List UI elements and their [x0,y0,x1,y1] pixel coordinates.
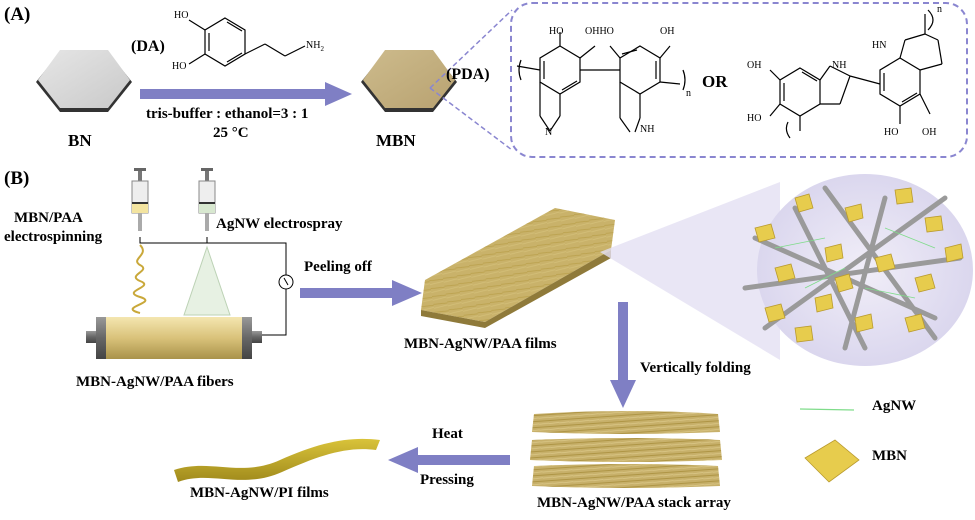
legend-agnw-swatch [799,408,855,411]
peeling-off-label: Peeling off [304,259,372,275]
pda1-sub-n: n [686,88,691,99]
heat-pressing-arrow [388,447,510,473]
pda2-oh: OH [922,127,937,138]
da-ho-top: HO [174,10,189,21]
mbn-label: MBN [376,131,416,150]
pressing-label: Pressing [420,472,474,488]
da-nh: NH [306,40,321,51]
pda1-oh-right: OH [660,26,675,37]
legend-mbn-swatch [804,439,860,483]
electrospray-label: AgNW electrospray [216,216,343,232]
electrospinning-setup [86,237,294,359]
reaction-arrow [140,82,352,106]
pda-label: (PDA) [446,66,490,83]
dopamine-structure [188,17,306,67]
mbn-hexagon [361,50,457,112]
stack-array [530,411,722,488]
vertically-folding-label: Vertically folding [640,360,751,376]
pda2-sub-n: n [937,4,942,15]
bn-hexagon [36,50,132,112]
da-label: (DA) [131,38,165,55]
pda1-ohho: OHHO [585,26,614,37]
pda2-ho: HO [884,127,899,138]
fiber-film [421,208,615,328]
pda1-n: N [545,127,553,138]
heat-label: Heat [432,426,463,442]
panel-b-label: (B) [4,168,30,189]
pda2-nh: NH [832,60,847,71]
syringe-left-icon [131,168,149,231]
pda-structure-2 [769,9,943,139]
zoom-lines [429,9,513,151]
pda1-ho-left: HO [549,26,564,37]
da-ho-bottom: HO [172,61,187,72]
fibers-label: MBN-AgNW/PAA fibers [76,374,234,390]
films-label: MBN-AgNW/PAA films [404,336,557,352]
stack-label: MBN-AgNW/PAA stack array [537,495,731,511]
electrospinning-label-1: MBN/PAA [14,210,83,226]
peeling-arrow [300,280,422,306]
legend-mbn-label: MBN [872,448,907,464]
da-nh-sub: 2 [320,45,324,53]
bn-label: BN [68,131,92,150]
pda2-ho-bottom: HO [747,113,762,124]
condition-line-2: 25 °C [213,125,249,141]
panel-a-label: (A) [4,4,31,25]
condition-line-1: tris-buffer : ethanol=3 : 1 [146,106,309,122]
pda2-hn: HN [872,40,887,51]
folding-arrow [610,302,636,408]
pda1-nh: NH [640,124,655,135]
pda-structure-1 [516,32,686,133]
agnw-mbn-network [742,185,964,351]
pda-structure-box [510,2,968,158]
da-nh2: NH2 [306,40,324,53]
legend-agnw-label: AgNW [872,398,917,414]
syringe-right-icon [198,168,216,231]
pi-film [174,438,380,482]
or-label: OR [702,72,728,91]
pda2-oh-top: OH [747,60,762,71]
pi-films-label: MBN-AgNW/PI films [190,485,329,501]
electrospinning-label-2: electrospinning [4,229,103,245]
